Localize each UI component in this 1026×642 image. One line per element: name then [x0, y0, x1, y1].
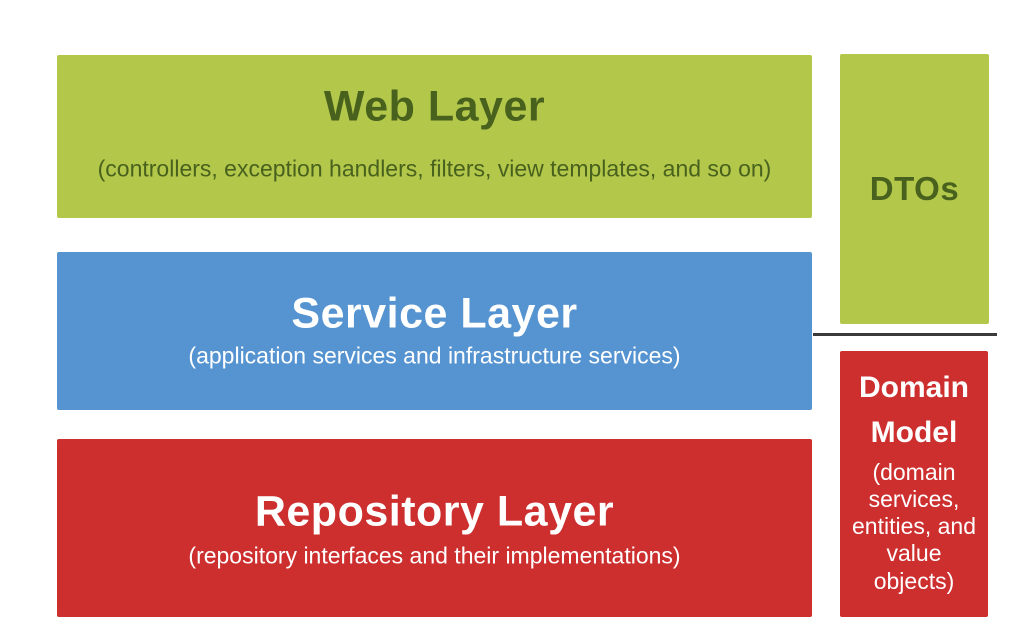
dtos-box: DTOs — [840, 54, 989, 324]
service-layer-title: Service Layer — [291, 289, 578, 338]
dtos-domain-divider-line — [813, 333, 997, 336]
web-layer-subtitle: (controllers, exception handlers, filter… — [97, 155, 772, 182]
domain-model-box: Domain Model (domain services, entities,… — [840, 351, 988, 617]
web-layer-box: Web Layer (controllers, exception handle… — [57, 55, 812, 218]
repository-layer-box: Repository Layer (repository interfaces … — [57, 439, 812, 617]
service-layer-subtitle: (application services and infrastructure… — [188, 342, 681, 369]
dtos-label: DTOs — [869, 170, 960, 207]
domain-model-title: Domain Model — [858, 371, 969, 449]
web-layer-title: Web Layer — [323, 82, 546, 131]
repository-layer-subtitle: (repository interfaces and their impleme… — [188, 542, 681, 569]
domain-model-subtitle: (domain services, entities, and value ob… — [851, 459, 977, 594]
service-layer-box: Service Layer (application services and … — [57, 252, 812, 410]
repository-layer-title: Repository Layer — [254, 487, 615, 536]
